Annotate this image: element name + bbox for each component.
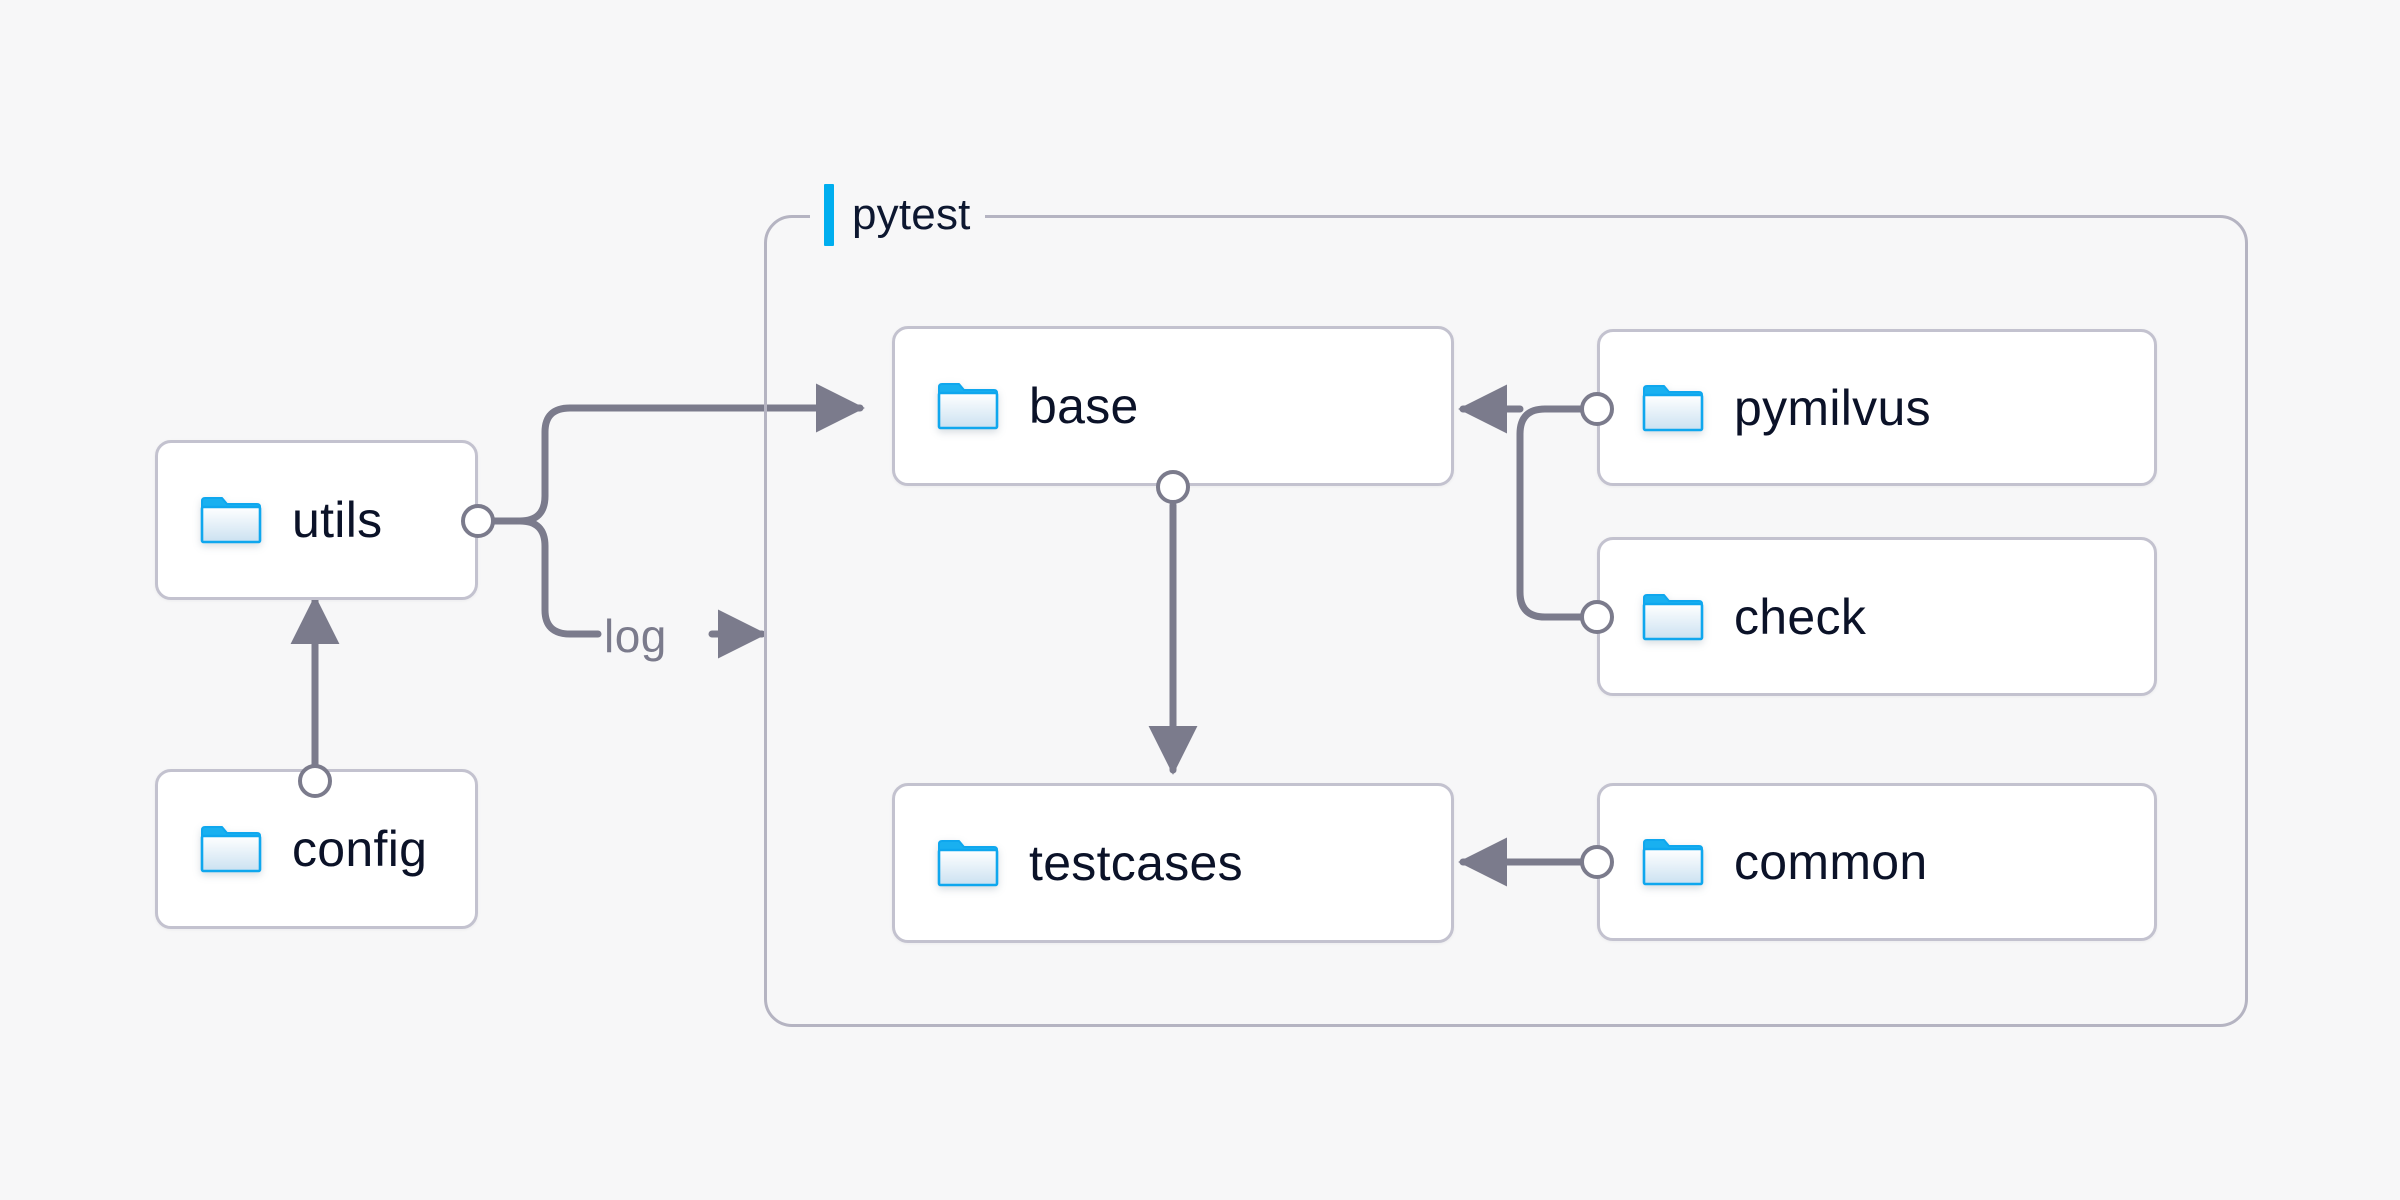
- node-label: config: [292, 821, 428, 877]
- node-label: pymilvus: [1734, 379, 1931, 436]
- folder-icon: [1642, 384, 1704, 431]
- edge-label-log: log: [604, 610, 667, 662]
- node-common[interactable]: common: [1597, 783, 2157, 941]
- edge-utils-to-log: [516, 517, 602, 638]
- port-check-left[interactable]: [1580, 600, 1614, 634]
- node-base[interactable]: base: [892, 326, 1454, 486]
- node-check[interactable]: check: [1597, 537, 2157, 696]
- group-container-pytest[interactable]: [764, 215, 2248, 1027]
- folder-icon: [200, 826, 262, 873]
- node-label: base: [1029, 378, 1139, 434]
- folder-icon: [1642, 839, 1704, 886]
- node-label: testcases: [1029, 835, 1243, 891]
- port-config-top[interactable]: [298, 764, 332, 798]
- node-utils[interactable]: utils: [155, 440, 478, 600]
- node-testcases[interactable]: testcases: [892, 783, 1454, 943]
- port-common-left[interactable]: [1580, 845, 1614, 879]
- node-label: check: [1734, 588, 1867, 645]
- group-title-text: pytest: [852, 190, 971, 239]
- folder-icon: [1642, 593, 1704, 640]
- port-utils-right[interactable]: [461, 504, 495, 538]
- folder-icon: [937, 383, 999, 430]
- group-accent-bar: [824, 184, 834, 246]
- port-base-bottom[interactable]: [1156, 470, 1190, 504]
- node-label: common: [1734, 834, 1928, 890]
- group-label-pytest: pytest: [810, 184, 985, 246]
- port-pymilvus-left[interactable]: [1580, 392, 1614, 426]
- folder-icon: [200, 497, 262, 544]
- folder-icon: [937, 840, 999, 887]
- node-pymilvus[interactable]: pymilvus: [1597, 329, 2157, 486]
- node-label: utils: [292, 492, 383, 548]
